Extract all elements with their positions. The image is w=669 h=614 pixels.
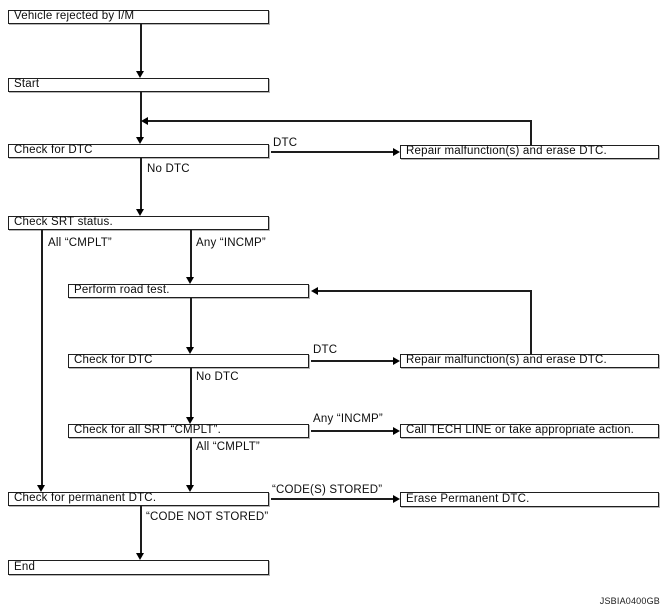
arrowhead-into-check-srt (136, 209, 144, 216)
node-start: Start (8, 78, 269, 92)
edge-all-cmplt-1 (41, 230, 43, 486)
edge-any-incmp-2-branch (311, 430, 393, 432)
edge-no-dtc-1 (140, 158, 142, 210)
arrowhead-into-repair-2 (393, 357, 400, 365)
node-repair-erase-dtc-2: Repair malfunction(s) and erase DTC. (400, 354, 659, 368)
node-end: End (8, 560, 269, 575)
edge-label-dtc-1: DTC (273, 137, 298, 149)
figure-code-caption: JSBIA0400GB (599, 596, 660, 606)
edge-start-to-check-dtc-1 (140, 92, 142, 138)
arrowhead-feedback-1 (141, 117, 148, 125)
arrowhead-into-erase-permanent (393, 495, 400, 503)
arrowhead-feedback-2 (311, 287, 318, 295)
node-erase-permanent-dtc: Erase Permanent DTC. (400, 492, 659, 507)
node-call-tech-line: Call TECH LINE or take appropriate actio… (400, 424, 659, 438)
edge-label-no-dtc-2: No DTC (196, 371, 239, 383)
edge-repair-2-feedback-h (317, 290, 531, 292)
edge-any-incmp-1 (190, 230, 192, 278)
edge-label-code-not-stored: “CODE NOT STORED” (146, 511, 269, 523)
edge-codes-stored-branch (271, 498, 393, 500)
edge-label-no-dtc-1: No DTC (147, 163, 190, 175)
arrowhead-into-start (136, 71, 144, 78)
arrowhead-into-check-dtc-1 (136, 137, 144, 144)
node-repair-erase-dtc-1: Repair malfunction(s) and erase DTC. (400, 145, 659, 159)
node-vehicle-rejected: Vehicle rejected by I/M (8, 10, 269, 24)
node-check-srt-status: Check SRT status. (8, 216, 269, 230)
edge-repair-1-feedback-v (530, 120, 532, 145)
edge-no-dtc-2 (190, 368, 192, 418)
edge-label-dtc-2: DTC (313, 344, 338, 356)
arrowhead-into-road-test (186, 277, 194, 284)
edge-dtc-1-branch (271, 151, 393, 153)
arrowhead-into-check-dtc-2 (186, 347, 194, 354)
edge-repair-2-feedback-v (530, 290, 532, 354)
edge-vehicle-to-start (140, 24, 142, 73)
edge-label-any-incmp-1: Any “INCMP” (196, 237, 266, 249)
arrowhead-into-end (136, 553, 144, 560)
node-check-dtc-2: Check for DTC (68, 354, 309, 368)
arrowhead-into-call-tech (393, 427, 400, 435)
edge-label-codes-stored: “CODE(S) STORED” (272, 484, 383, 496)
arrowhead-into-repair-1 (393, 148, 400, 156)
edge-label-any-incmp-2: Any “INCMP” (313, 413, 383, 425)
node-check-permanent-dtc: Check for permanent DTC. (8, 492, 269, 506)
arrowhead-all-cmplt-into-permanent (37, 485, 45, 492)
edge-repair-1-feedback-h (148, 120, 531, 122)
node-perform-road-test: Perform road test. (68, 284, 309, 298)
edge-label-all-cmplt-1: All “CMPLT” (48, 237, 112, 249)
edge-code-not-stored (140, 506, 142, 554)
edge-road-test-to-check-dtc-2 (190, 298, 192, 348)
edge-all-cmplt-2 (190, 438, 192, 486)
edge-dtc-2-branch (311, 360, 393, 362)
arrowhead-into-check-all-srt (186, 417, 194, 424)
edge-label-all-cmplt-2: All “CMPLT” (196, 441, 260, 453)
node-check-all-srt-cmplt: Check for all SRT “CMPLT”. (68, 424, 309, 438)
node-check-dtc-1: Check for DTC (8, 144, 269, 158)
arrowhead-into-check-permanent (186, 485, 194, 492)
